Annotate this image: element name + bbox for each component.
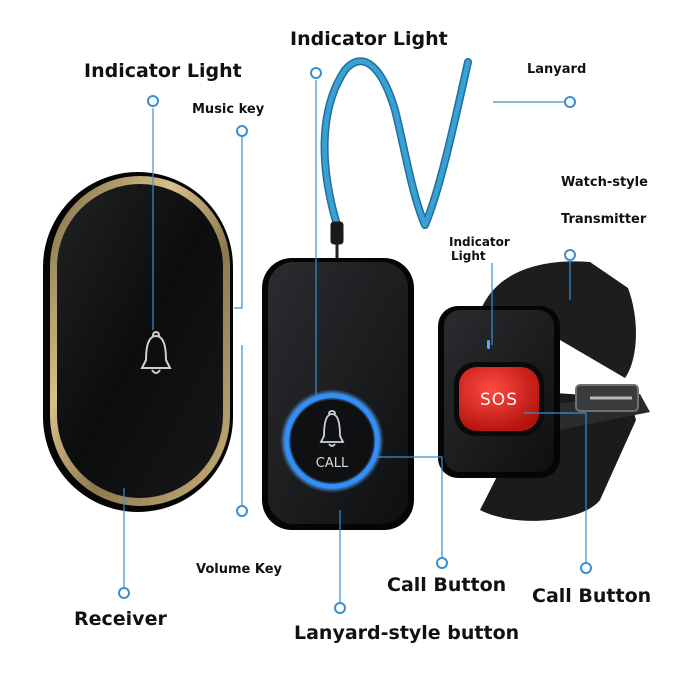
watch-style-label: Watch-style xyxy=(561,175,648,190)
transmitter-label: Transmitter xyxy=(561,212,647,227)
lanyard-style-button-device: CALL xyxy=(262,258,414,530)
bell-icon xyxy=(319,410,345,447)
call-button-label-middle: Call Button xyxy=(387,574,507,596)
callout-dots xyxy=(118,67,592,614)
receiver-device xyxy=(43,172,233,512)
receiver-label: Receiver xyxy=(74,608,167,630)
lanyard-label: Lanyard xyxy=(527,62,587,77)
sos-text: SOS xyxy=(480,390,518,410)
callout-lines xyxy=(123,80,587,602)
bell-icon xyxy=(140,330,172,374)
lanyard-style-button-label: Lanyard-style button xyxy=(294,622,520,644)
indicator-light-label-top: Indicator Light xyxy=(290,28,448,50)
volume-key-label: Volume Key xyxy=(196,562,283,577)
call-text: CALL xyxy=(316,456,349,471)
lanyard-strap xyxy=(320,57,472,264)
call-button-label-right: Call Button xyxy=(532,585,652,607)
indicator-label-small: Indicator xyxy=(449,235,510,249)
watch-style-transmitter-device: SOS xyxy=(438,261,650,521)
indicator-light-label-left: Indicator Light xyxy=(84,60,242,82)
light-label-small: Light xyxy=(451,249,486,263)
music-key-label: Music key xyxy=(192,102,265,117)
